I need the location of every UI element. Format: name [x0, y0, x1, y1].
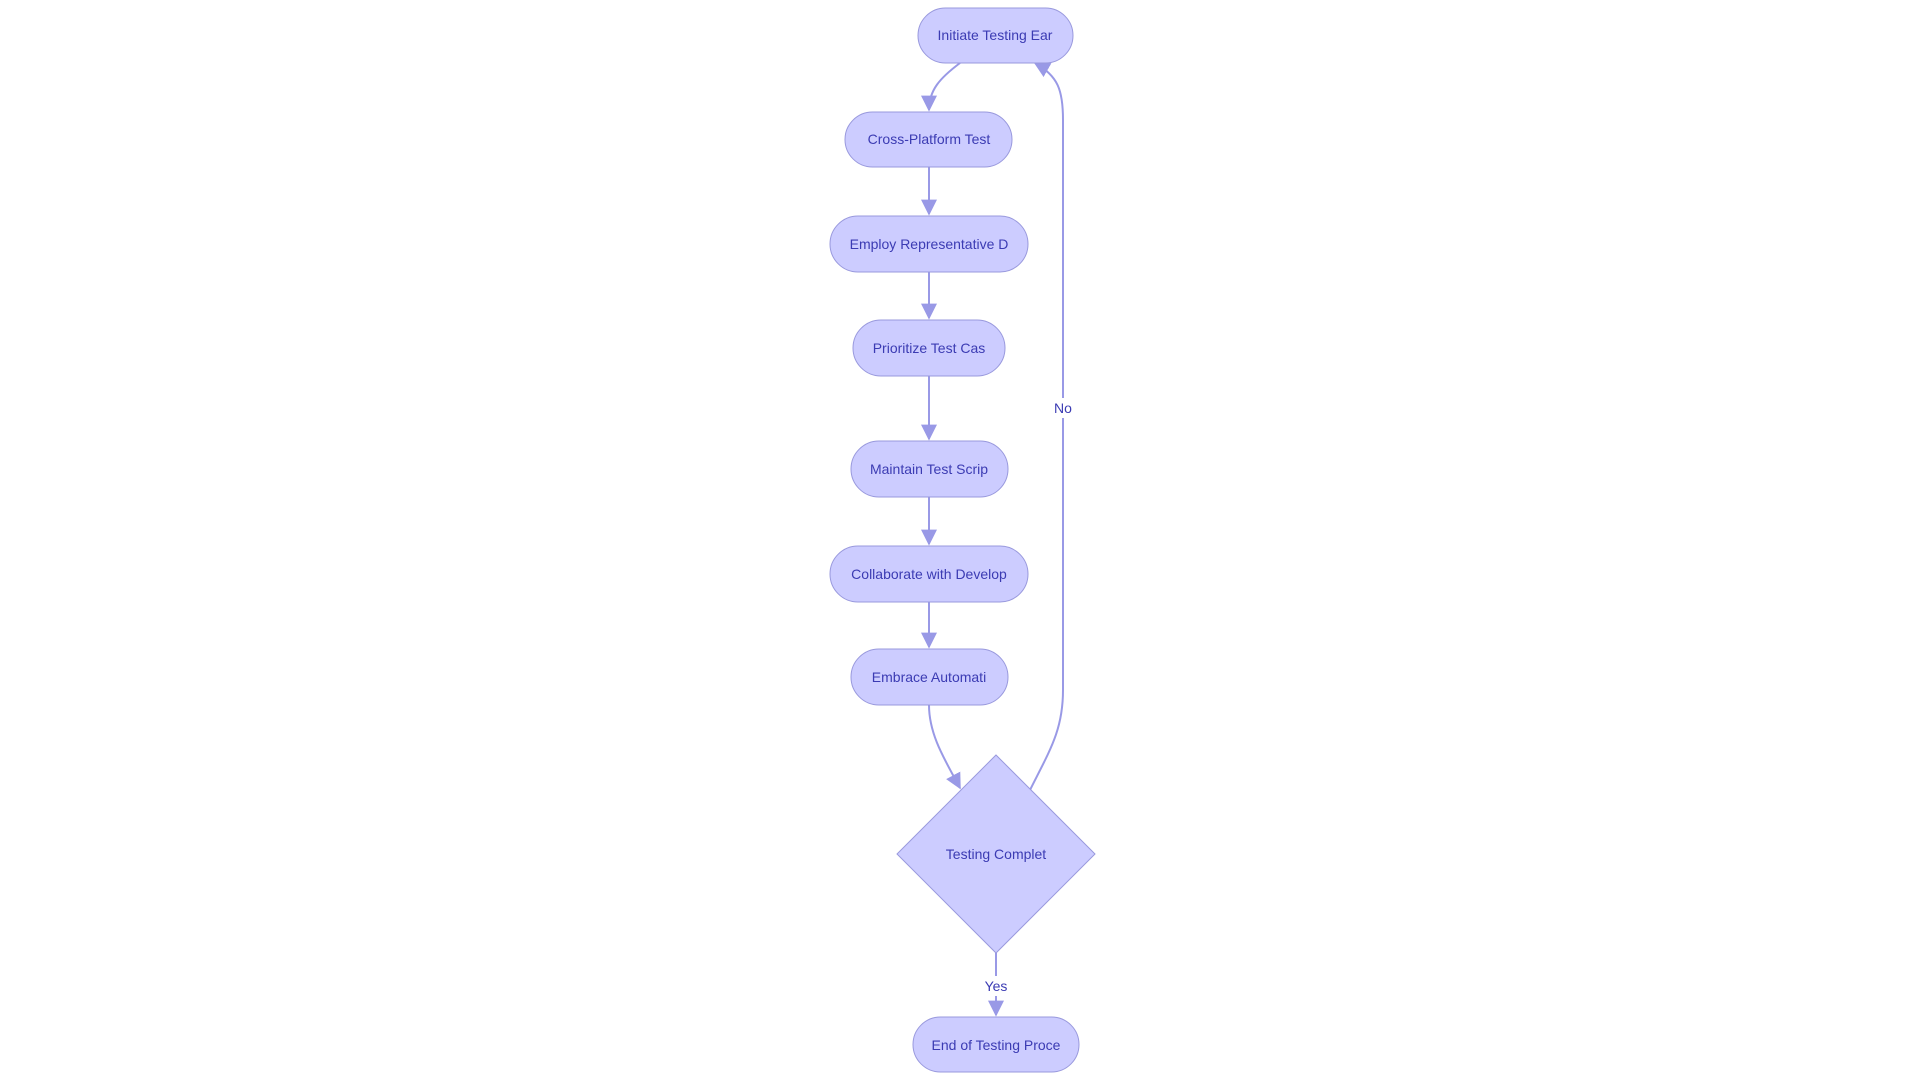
svg-text:Initiate Testing Ear: Initiate Testing Ear	[938, 27, 1053, 43]
node-embrace-automation[interactable]: Embrace Automati	[850, 648, 1009, 706]
edge-decision-no-to-initiate	[1029, 62, 1064, 791]
svg-text:Cross-Platform Test: Cross-Platform Test	[868, 131, 991, 147]
svg-text:No: No	[1054, 400, 1072, 416]
node-collaborate-developers[interactable]: Collaborate with Develop	[829, 545, 1029, 603]
node-prioritize-test-cases[interactable]: Prioritize Test Cas	[852, 319, 1006, 377]
svg-text:Yes: Yes	[985, 978, 1008, 994]
node-end-of-testing[interactable]: End of Testing Proce	[912, 1016, 1080, 1073]
svg-text:Testing Complet: Testing Complet	[946, 846, 1046, 862]
node-decision-testing-complete[interactable]: Testing Complet	[896, 754, 1096, 954]
svg-text:Prioritize Test Cas: Prioritize Test Cas	[873, 340, 986, 356]
edge-label-yes: Yes	[982, 976, 1010, 996]
edge-embrace-to-decision	[928, 704, 961, 790]
svg-text:Employ Representative D: Employ Representative D	[850, 236, 1009, 252]
svg-text:Collaborate with Develop: Collaborate with Develop	[851, 566, 1007, 582]
node-initiate-testing[interactable]: Initiate Testing Ear	[917, 7, 1074, 64]
edge-label-no: No	[1051, 398, 1075, 418]
edge-initiate-to-crossplatform	[921, 62, 961, 112]
svg-text:End of Testing Proce: End of Testing Proce	[932, 1037, 1061, 1053]
node-employ-representative[interactable]: Employ Representative D	[829, 215, 1029, 273]
svg-text:Maintain Test Scrip: Maintain Test Scrip	[870, 461, 988, 477]
node-cross-platform-test[interactable]: Cross-Platform Test	[844, 111, 1013, 168]
node-maintain-test-scripts[interactable]: Maintain Test Scrip	[850, 440, 1009, 498]
svg-text:Embrace Automati: Embrace Automati	[872, 669, 986, 685]
